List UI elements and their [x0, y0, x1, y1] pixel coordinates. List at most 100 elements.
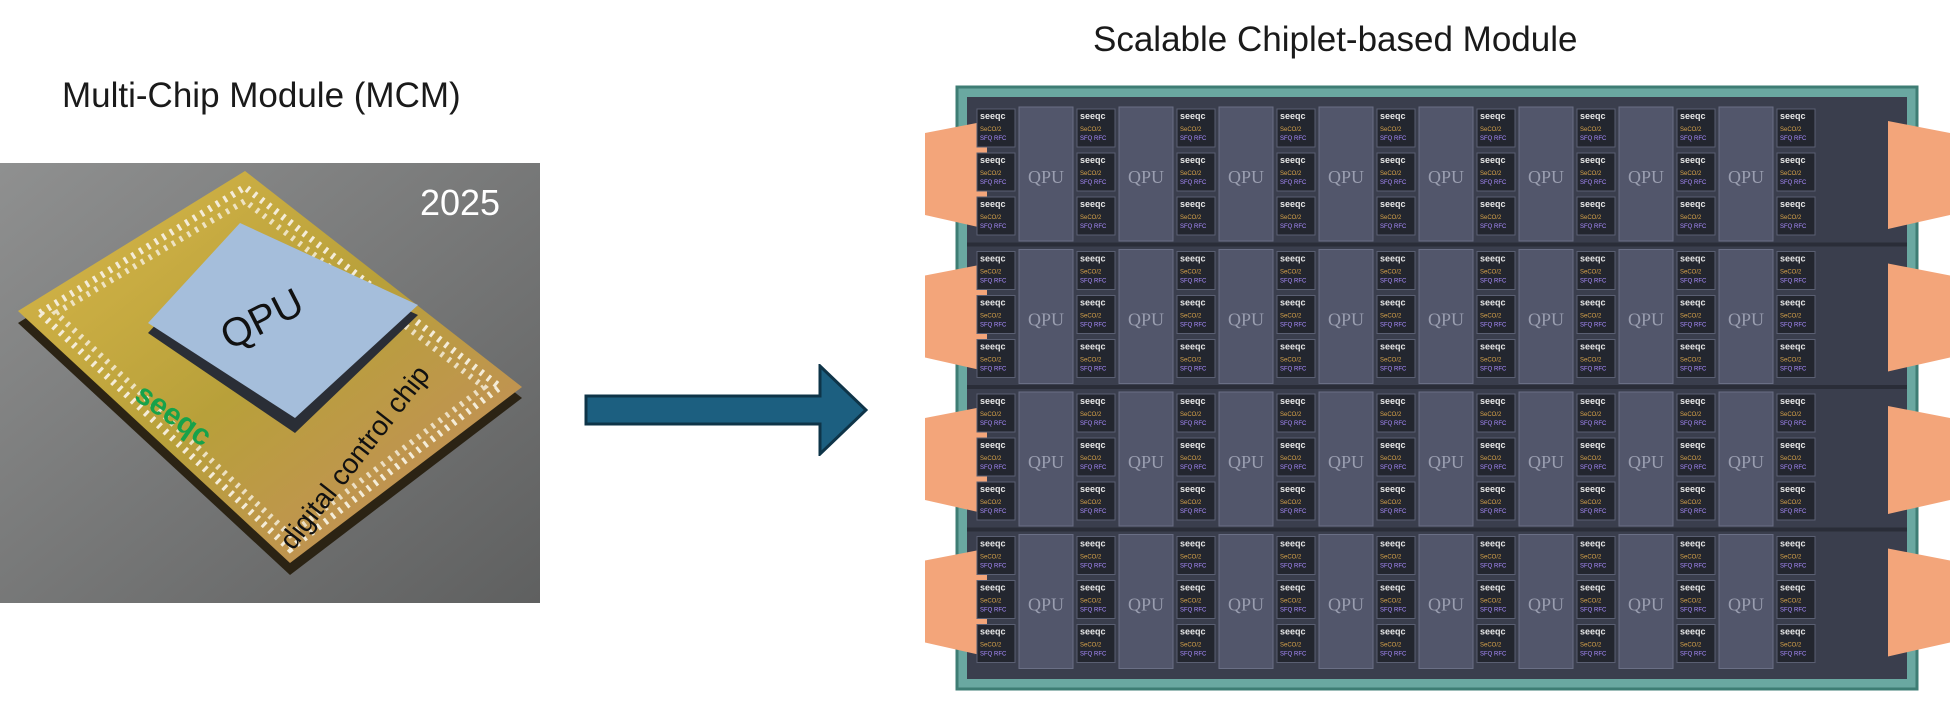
controller-subtext: SFQ RFC [1180, 465, 1207, 471]
controller-logo: seeqc [1680, 342, 1706, 352]
controller-logo: seeqc [1380, 298, 1406, 308]
controller-chip [1576, 152, 1616, 192]
controller-subtext: SeCO/2 [1780, 270, 1802, 276]
controller-subtext: SeCO/2 [1180, 270, 1202, 276]
controller-subtext: SeCO/2 [1080, 358, 1102, 364]
qpu-chiplet-label: QPU [1028, 310, 1064, 330]
controller-subtext: SFQ RFC [980, 509, 1007, 515]
controller-logo: seeqc [1280, 254, 1306, 264]
controller-subtext: SeCO/2 [1280, 127, 1302, 133]
controller-chip [1776, 481, 1816, 521]
controller-logo: seeqc [1780, 484, 1806, 494]
controller-subtext: SFQ RFC [1080, 224, 1107, 230]
qpu-chiplet [1018, 106, 1074, 242]
controller-subtext: SFQ RFC [1180, 564, 1207, 570]
qpu-chiplet-label: QPU [1428, 310, 1464, 330]
controller-subtext: SFQ RFC [1380, 323, 1407, 329]
controller-chip [1576, 339, 1616, 378]
qpu-chiplet-label: QPU [1028, 595, 1064, 615]
controller-subtext: SeCO/2 [1780, 555, 1802, 561]
controller-subtext: SeCO/2 [1080, 215, 1102, 221]
controller-chip [1276, 437, 1316, 477]
controller-chip [1076, 536, 1116, 575]
controller-chip [1676, 624, 1716, 663]
controller-subtext: SeCO/2 [1280, 500, 1302, 506]
controller-subtext: SFQ RFC [1580, 279, 1607, 285]
controller-subtext: SeCO/2 [1380, 500, 1402, 506]
controller-chip [1776, 393, 1816, 433]
controller-subtext: SFQ RFC [1380, 564, 1407, 570]
qpu-chiplet [1618, 391, 1674, 527]
controller-subtext: SeCO/2 [1380, 314, 1402, 320]
controller-chip [1176, 339, 1216, 378]
year-label: 2025 [420, 182, 500, 223]
controller-subtext: SFQ RFC [1780, 564, 1807, 570]
controller-logo: seeqc [1280, 199, 1306, 209]
controller-chip [1376, 339, 1416, 378]
controller-subtext: SeCO/2 [1580, 270, 1602, 276]
controller-subtext: SFQ RFC [980, 136, 1007, 142]
controller-logo: seeqc [1780, 298, 1806, 308]
controller-chip [976, 108, 1016, 148]
qpu-chiplet-label: QPU [1628, 595, 1664, 615]
controller-subtext: SeCO/2 [1580, 171, 1602, 177]
controller-subtext: SFQ RFC [1480, 323, 1507, 329]
controller-subtext: SFQ RFC [1480, 224, 1507, 230]
qpu-chiplet-label: QPU [1228, 167, 1264, 187]
qpu-chiplet [1518, 106, 1574, 242]
controller-chip [1376, 152, 1416, 192]
controller-chip [1576, 108, 1616, 148]
qpu-chiplet-label: QPU [1228, 452, 1264, 472]
controller-subtext: SeCO/2 [1180, 171, 1202, 177]
mcm-title: Multi-Chip Module (MCM) [62, 76, 461, 115]
controller-logo: seeqc [1780, 111, 1806, 121]
controller-chip [1676, 196, 1716, 236]
controller-logo: seeqc [1780, 342, 1806, 352]
controller-logo: seeqc [980, 155, 1006, 165]
controller-logo: seeqc [980, 298, 1006, 308]
controller-logo: seeqc [1080, 155, 1106, 165]
controller-subtext: SeCO/2 [1380, 215, 1402, 221]
qpu-chiplet-label: QPU [1028, 167, 1064, 187]
controller-logo: seeqc [1080, 199, 1106, 209]
controller-subtext: SFQ RFC [1380, 465, 1407, 471]
controller-logo: seeqc [1680, 440, 1706, 450]
controller-subtext: SeCO/2 [1280, 171, 1302, 177]
controller-chip [1176, 481, 1216, 521]
controller-subtext: SFQ RFC [1180, 421, 1207, 427]
controller-subtext: SeCO/2 [980, 456, 1002, 462]
controller-subtext: SFQ RFC [1580, 136, 1607, 142]
controller-subtext: SFQ RFC [1280, 224, 1307, 230]
controller-subtext: SeCO/2 [1680, 599, 1702, 605]
controller-logo: seeqc [980, 199, 1006, 209]
controller-chip [1576, 536, 1616, 575]
qpu-chiplet-label: QPU [1328, 595, 1364, 615]
controller-logo: seeqc [1080, 111, 1106, 121]
controller-subtext: SFQ RFC [1680, 465, 1707, 471]
controller-logo: seeqc [1080, 627, 1106, 637]
controller-subtext: SFQ RFC [1680, 367, 1707, 373]
controller-subtext: SFQ RFC [1080, 136, 1107, 142]
controller-chip [1376, 624, 1416, 663]
controller-subtext: SeCO/2 [1680, 127, 1702, 133]
qpu-chiplet-label: QPU [1528, 595, 1564, 615]
controller-chip [1376, 437, 1416, 477]
controller-subtext: SeCO/2 [1180, 456, 1202, 462]
controller-subtext: SFQ RFC [1680, 136, 1707, 142]
controller-logo: seeqc [1180, 396, 1206, 406]
controller-logo: seeqc [1380, 342, 1406, 352]
qpu-chiplet-label: QPU [1328, 310, 1364, 330]
controller-chip [1276, 580, 1316, 619]
flex-connector [925, 548, 987, 657]
qpu-chiplet-label: QPU [1728, 595, 1764, 615]
controller-logo: seeqc [1280, 583, 1306, 593]
controller-chip [1076, 393, 1116, 433]
controller-chip [1676, 339, 1716, 378]
controller-logo: seeqc [1780, 155, 1806, 165]
controller-subtext: SFQ RFC [1380, 652, 1407, 658]
controller-subtext: SeCO/2 [1680, 412, 1702, 418]
controller-subtext: SFQ RFC [1380, 224, 1407, 230]
controller-subtext: SeCO/2 [1780, 358, 1802, 364]
controller-logo: seeqc [1180, 342, 1206, 352]
controller-chip [1476, 536, 1516, 575]
